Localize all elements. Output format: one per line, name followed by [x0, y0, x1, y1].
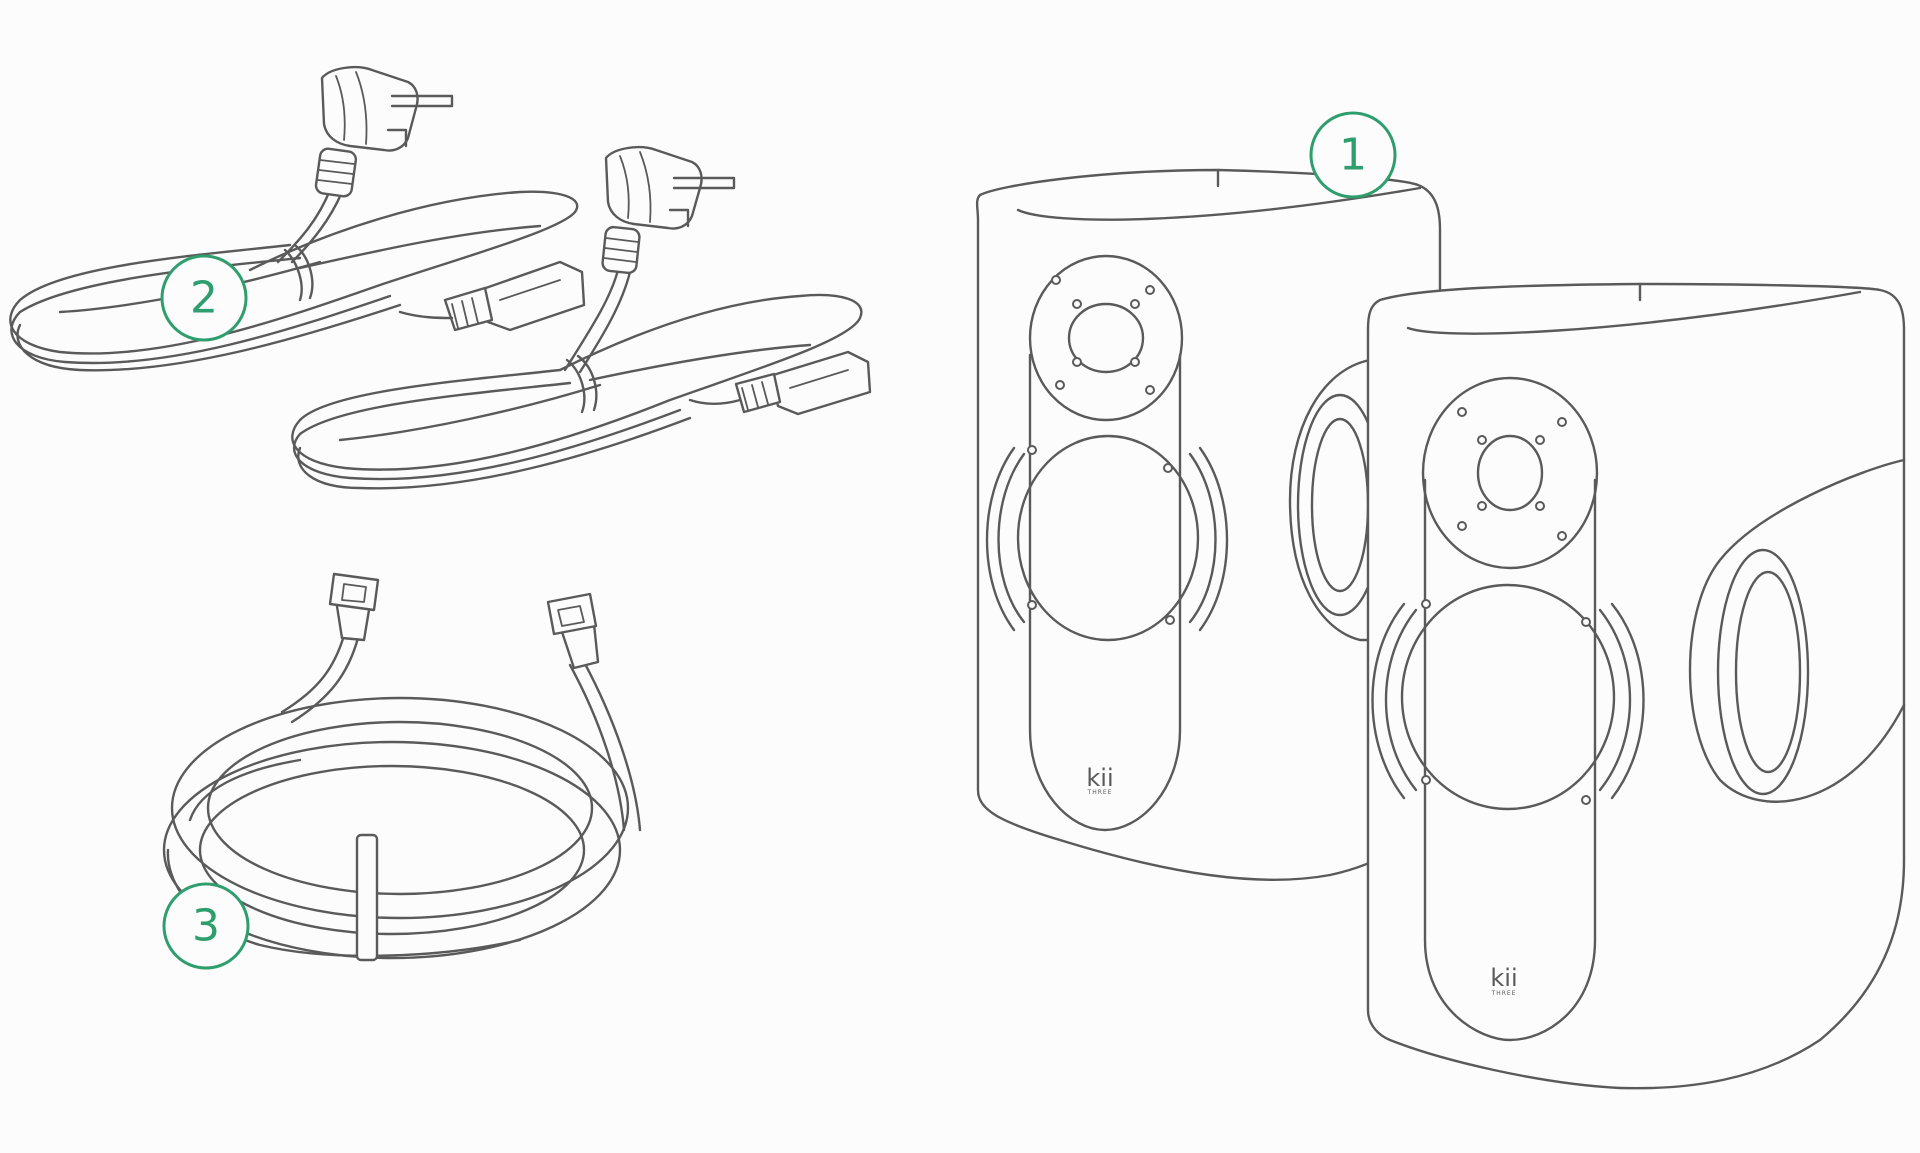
callout-badge-3: 3 — [162, 882, 250, 970]
speaker-back: kii THREE — [975, 168, 1442, 881]
callout-badge-2: 2 — [160, 254, 248, 342]
power-cable-right — [291, 146, 872, 490]
speaker-front: kii THREE — [1366, 282, 1906, 1090]
speaker-front-logo: kii — [1490, 964, 1517, 992]
callout-number-2: 2 — [190, 273, 218, 324]
network-cable — [162, 572, 642, 962]
callout-number-1: 1 — [1339, 130, 1367, 181]
callout-number-3: 3 — [192, 901, 220, 952]
power-cable-left — [9, 66, 586, 372]
speaker-front-logo-sub: THREE — [1491, 990, 1517, 997]
speaker-back-logo-sub: THREE — [1087, 789, 1113, 796]
speaker-back-logo: kii — [1086, 764, 1113, 792]
callout-badge-1: 1 — [1309, 111, 1397, 199]
